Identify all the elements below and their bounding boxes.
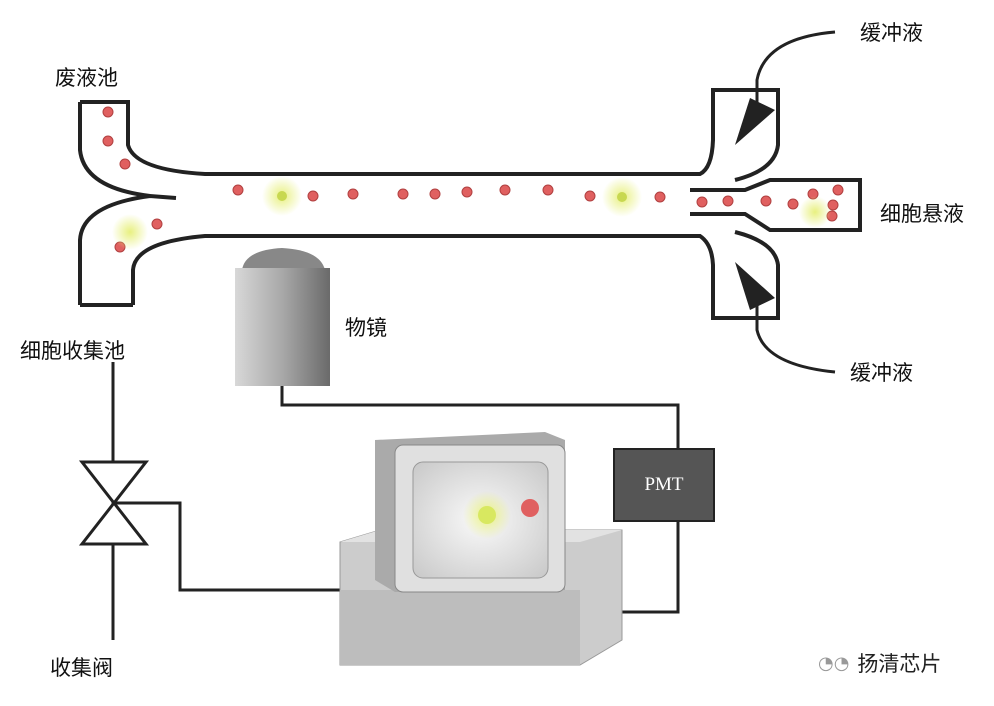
pmt-box: PMT bbox=[613, 448, 715, 522]
label-collection-pool: 细胞收集池 bbox=[20, 339, 125, 363]
label-buffer-top: 缓冲液 bbox=[860, 21, 923, 45]
fluorescent-cells bbox=[112, 176, 831, 250]
label-cell-suspension: 细胞悬液 bbox=[880, 202, 964, 226]
flow-arrows bbox=[735, 98, 775, 310]
pmt-label: PMT bbox=[644, 474, 684, 495]
watermark: ◔◔ 扬清芯片 bbox=[818, 648, 941, 678]
label-buffer-bottom: 缓冲液 bbox=[850, 361, 913, 385]
wechat-icon: ◔◔ bbox=[818, 652, 850, 674]
label-waste-pool: 废液池 bbox=[55, 66, 118, 90]
cells bbox=[102, 106, 844, 253]
label-objective: 物镜 bbox=[345, 316, 387, 340]
microfluidic-channel bbox=[78, 30, 862, 374]
arrow-down-icon bbox=[735, 98, 775, 145]
valve-icon bbox=[78, 460, 150, 546]
computer-monitor bbox=[339, 432, 623, 666]
objective-lens bbox=[235, 248, 330, 386]
watermark-text: 扬清芯片 bbox=[857, 652, 942, 676]
label-collection-valve: 收集阀 bbox=[50, 656, 113, 680]
arrow-up-icon bbox=[735, 262, 775, 310]
